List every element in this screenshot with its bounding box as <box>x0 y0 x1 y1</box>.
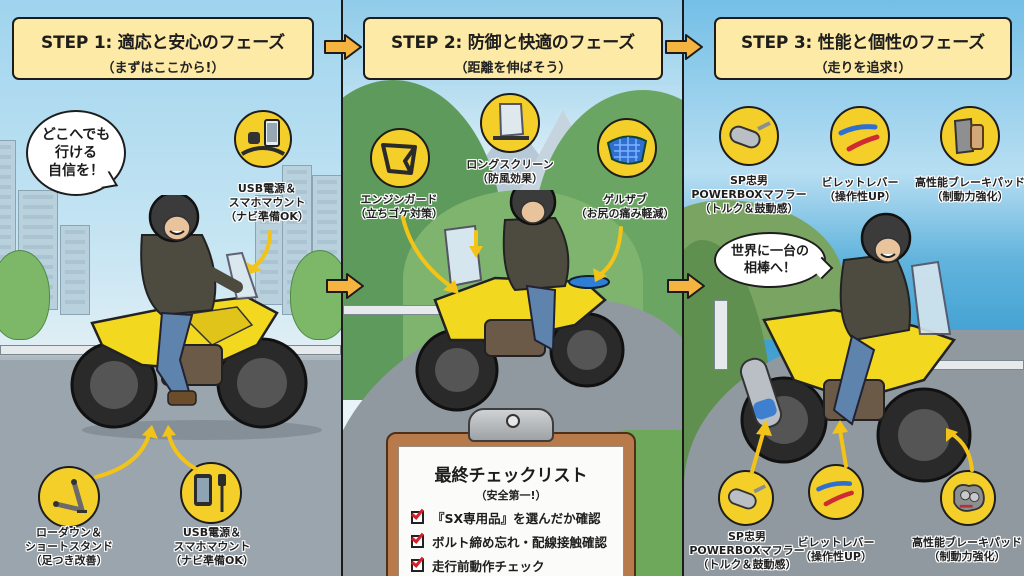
checked-checkbox-icon <box>410 554 425 572</box>
part-label: 高性能ブレーキパッド（制動力強化） <box>912 536 1022 563</box>
pointer-arrows-icon <box>94 425 198 479</box>
checked-checkbox-icon <box>410 506 425 524</box>
part-label: USB電源＆スマホマウント（ナビ準備OK） <box>170 526 254 567</box>
part-label: ローダウン＆ショートスタンド（足つき改善） <box>25 526 113 567</box>
speech-bubble: 世界に一台の 相棒へ！ <box>714 232 826 288</box>
step-subtitle: （距離を伸ばそう） <box>454 61 572 76</box>
part-label: ビレットレバー（操作性UP） <box>821 176 899 203</box>
windscreen-icon <box>480 93 540 153</box>
speech-bubble: どこへでも 行ける 自信を！ <box>26 110 126 196</box>
pointer-arrow-icon <box>246 230 272 274</box>
checklist-item: 走行前動作チェック <box>410 554 623 575</box>
engine-guard-icon <box>370 128 430 188</box>
motorcycle-rider-illustration <box>739 212 972 483</box>
step-title: STEP 1: 適応と安心のフェーズ <box>41 33 285 53</box>
step-subtitle: （走りを追求!） <box>814 61 912 76</box>
billet-lever-icon <box>830 106 890 166</box>
checklist-paper: 最終チェックリスト （安全第一!） 『SX専用品』を選んだか確認 ボルト締め忘れ… <box>398 446 624 576</box>
pointer-arrows-icon <box>401 216 623 294</box>
step-2-header: STEP 2: 防御と快適のフェーズ （距離を伸ばそう） <box>363 17 663 80</box>
checklist-title: 最終チェックリスト <box>434 466 588 486</box>
step-1-header: STEP 1: 適応と安心のフェーズ （まずはここから!） <box>12 17 314 80</box>
muffler-icon <box>719 106 779 166</box>
part-label: 高性能ブレーキパッド（制動力強化） <box>915 176 1024 203</box>
next-step-arrow-icon <box>324 34 362 60</box>
usb-charger-icon <box>180 462 242 524</box>
checklist-item: 『SX専用品』を選んだか確認 <box>410 506 623 527</box>
part-label: ビレットレバー（操作性UP） <box>797 536 875 563</box>
next-step-arrow-icon <box>667 273 705 299</box>
building <box>60 225 90 315</box>
pointer-arrows-icon <box>750 420 974 474</box>
billet-lever-icon <box>808 464 864 520</box>
next-step-arrow-icon <box>665 34 703 60</box>
part-label: エンジンガード（立ちゴケ対策） <box>355 193 443 220</box>
step-title: STEP 3: 性能と個性のフェーズ <box>741 33 985 53</box>
gel-seat-icon <box>597 118 657 178</box>
part-label: ロングスクリーン（防風効果） <box>466 158 554 185</box>
final-checklist-clipboard: 最終チェックリスト （安全第一!） 『SX専用品』を選んだか確認 ボルト締め忘れ… <box>386 408 636 576</box>
step-subtitle: （まずはここから!） <box>101 61 225 76</box>
step-2-panel: ロングスクリーン（防風効果） エンジンガード（立ちゴケ対策） ゲルザブ（お尻の痛… <box>343 0 682 576</box>
next-step-arrow-icon <box>326 273 364 299</box>
part-label: ゲルザブ（お尻の痛み軽減） <box>575 193 675 220</box>
part-label: USB電源＆スマホマウント（ナビ準備OK） <box>225 182 309 223</box>
brake-pad-icon <box>940 106 1000 166</box>
step-title: STEP 2: 防御と快適のフェーズ <box>391 33 635 53</box>
motorcycle-rider-illustration <box>415 190 625 412</box>
tree <box>290 250 341 340</box>
checklist-subtitle: （安全第一!） <box>475 489 547 502</box>
motorcycle-rider-illustration <box>70 195 322 440</box>
step-1-panel: どこへでも 行ける 自信を！ USB電源＆スマホマウント（ナビ準備OK） ローダ… <box>0 0 341 576</box>
muffler-icon <box>718 470 774 526</box>
clipboard-clip <box>468 408 554 442</box>
tree <box>0 250 50 340</box>
phone-mount-icon <box>234 110 292 168</box>
guard-rail <box>714 300 728 370</box>
brake-caliper-icon <box>940 470 996 526</box>
step-3-header: STEP 3: 性能と個性のフェーズ （走りを追求!） <box>714 17 1012 80</box>
side-stand-icon <box>38 466 100 528</box>
checklist-item: ボルト締め忘れ・配線接触確認 <box>410 530 623 551</box>
checked-checkbox-icon <box>410 530 425 548</box>
